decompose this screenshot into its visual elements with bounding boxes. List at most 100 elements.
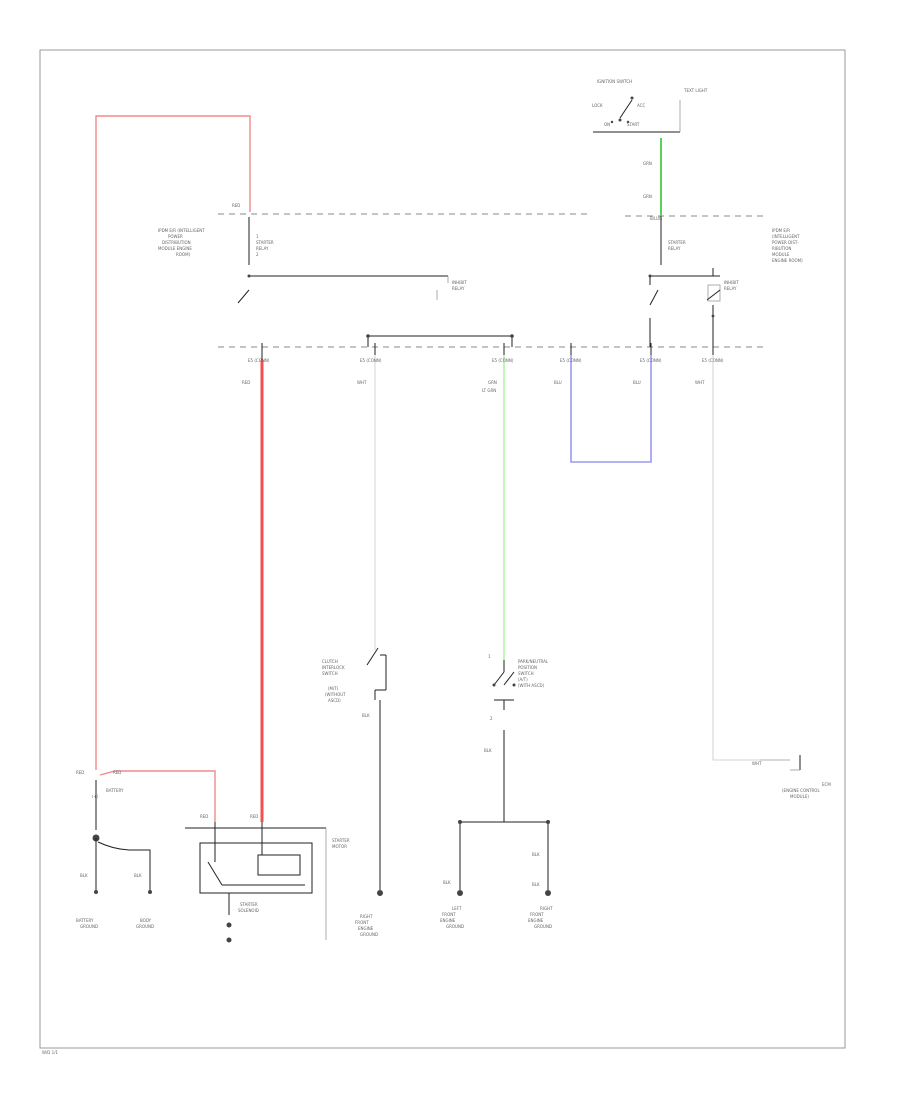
ecm-wire: WHT: [752, 761, 762, 766]
clutch-line-4: (WITHOUT: [325, 692, 346, 697]
battery-labels: RED RED BATTERY (+) BLK BLK BATTERY GROU…: [76, 770, 154, 929]
ipdm-right-line-3: RIBUTION: [772, 246, 791, 251]
ignition-switch-labels: IGNITION SWITCH LOCK ACC ON START TEXT L…: [592, 79, 708, 221]
ecm-feed-wire: [712, 355, 760, 761]
ground-wire-1: BLK: [134, 873, 142, 878]
diagram-frame: [39, 49, 846, 1049]
junction-label: B/LUG: [650, 216, 662, 221]
ecm-labels: WHT ECM (ENGINE CONTROL MODULE): [752, 761, 831, 799]
ground-mid-wire-2: BLK: [532, 882, 540, 887]
right-ground-0: RIGHT: [540, 906, 553, 911]
starter-top-wire-1: RED: [250, 814, 258, 819]
connector-ticks: [261, 343, 714, 360]
starter-relay-left-line-0: STARTER: [256, 240, 274, 245]
right-ground-3: GROUND: [534, 924, 552, 929]
pn-line-0: PARK/NEUTRAL: [518, 659, 549, 664]
starter-motor-1: MOTOR: [332, 844, 347, 849]
clutch-ground-1: FRONT: [355, 920, 369, 925]
wire-color-4: BLU: [633, 380, 641, 385]
ignition-switch: [593, 96, 681, 133]
ignition-pos-start: START: [627, 122, 640, 127]
starter-solenoid-0: STARTER: [240, 902, 258, 907]
ign-wire-bottom: GRN: [643, 194, 652, 199]
ipdm-right-line-5: ENGINE ROOM): [772, 258, 803, 263]
starter-labels: RED RED STARTER MOTOR STARTER SOLENOID: [200, 814, 350, 913]
ignition-switch-title: IGNITION SWITCH: [597, 79, 632, 84]
battery-ground-1: GROUND: [80, 924, 98, 929]
clutch-line-2: SWITCH: [322, 671, 338, 676]
clutch-interlock-switch: [366, 647, 387, 896]
connector-label-2: E5 (CONN): [492, 358, 514, 363]
starter-top-wire-0: RED: [200, 814, 208, 819]
starter-relay-right-line-1: RELAY: [668, 246, 681, 251]
clutch-ground-0: RIGHT: [360, 914, 373, 919]
left-ground-0: LEFT: [452, 906, 462, 911]
clutch-line-5: ASCD): [328, 698, 341, 703]
clutch-line-3: (M/T): [328, 686, 339, 691]
ipdm-left-wire: RED: [232, 203, 240, 208]
clutch-ground-2: ENGINE: [358, 926, 374, 931]
starter-relay-right-line-0: STARTER: [668, 240, 686, 245]
body-ground-1: GROUND: [136, 924, 154, 929]
right-ground-2: ENGINE: [528, 918, 544, 923]
ipdm-right-line-0: IPDM E/R: [772, 228, 790, 233]
battery-to-starter-wire: [99, 770, 216, 822]
ground-mid-wire-0: BLK: [443, 880, 451, 885]
ipdm-left-line-3: MODULE ENGINE: [158, 246, 192, 251]
ground-mid-wire-1: BLK: [532, 852, 540, 857]
connector-labels: E5 (CONN) E5 (CONN) E5 (CONN) E5 (CONN) …: [242, 358, 724, 393]
inhibit-right-line-0: INHIBIT: [724, 280, 739, 285]
clutch-line-0: CLUTCH: [322, 659, 338, 664]
ground-labels: BLK BLK BLK RIGHT FRONT ENGINE GROUND LE…: [355, 852, 553, 937]
left-ground-1: FRONT: [442, 912, 456, 917]
battery-wire-0: RED: [76, 770, 84, 775]
clutch-switch-labels: CLUTCH INTERLOCK SWITCH (M/T) (WITHOUT A…: [322, 659, 370, 718]
starter-relay-left-pin-2: 2: [256, 252, 259, 257]
clutch-line-1: INTERLOCK: [322, 665, 345, 670]
battery-feed-wire: [95, 115, 251, 770]
inhibit-left-line-0: INHIBIT: [452, 280, 467, 285]
ecm-line-2: MODULE): [790, 794, 809, 799]
ignition-pos-on: ON: [604, 122, 610, 127]
park-neutral-switch: [457, 660, 551, 896]
pn-line-1: POSITION: [518, 665, 537, 670]
battery-line-1: (+): [92, 794, 99, 799]
battery-wire-1: RED: [113, 770, 121, 775]
wire-color-5: WHT: [695, 380, 705, 385]
ignition-switch-sub: TEXT LIGHT: [683, 88, 708, 93]
connector-label-5: E5 (CONN): [702, 358, 724, 363]
ipdm-right-labels: IPDM E/R (INTELLIGENT POWER DIST- RIBUTI…: [668, 228, 803, 291]
ipdm-right-line-2: POWER DIST-: [772, 240, 799, 245]
inhibit-relay: [706, 268, 721, 347]
ipdm-right-line-4: MODULE: [772, 252, 790, 257]
connector-label-3: E5 (CONN): [560, 358, 582, 363]
ipdm-right-line-1: (INTELLIGENT: [772, 234, 800, 239]
pn-line-3: (A/T): [518, 677, 528, 682]
right-ground-1: FRONT: [530, 912, 544, 917]
ignition-pos-lock: LOCK: [592, 103, 603, 108]
left-ground-3: GROUND: [446, 924, 464, 929]
starter-solenoid-1: SOLENOID: [238, 908, 259, 913]
starter-relay-left: [237, 217, 449, 304]
wire-color-0: RED: [242, 380, 250, 385]
connector-label-4: E5 (CONN): [640, 358, 662, 363]
park-neutral-labels: PARK/NEUTRAL POSITION SWITCH (A/T) (WITH…: [484, 654, 549, 753]
wire-color-3: BLU: [554, 380, 562, 385]
starter-relay-left-pin-1: 1: [256, 234, 259, 239]
pn-line-2: SWITCH: [518, 671, 534, 676]
ipdm-left-line-1: POWER: [168, 234, 183, 239]
connector-label-0: E5 (CONN): [248, 358, 270, 363]
ipdm-left-line-0: IPDM E/R (INTELLIGENT: [158, 228, 205, 233]
ipdm-left-line-2: DISTRIBUTION: [162, 240, 191, 245]
pn-wire: BLK: [484, 748, 492, 753]
ipdm-left-line-4: ROOM): [176, 252, 191, 257]
left-ground-2: ENGINE: [440, 918, 456, 923]
pn-pin-1: 1: [488, 654, 491, 659]
blue-loop-wire: [570, 355, 652, 463]
wire-color-2: GRN: [488, 380, 497, 385]
starter-motor-0: STARTER: [332, 838, 350, 843]
ipdm-left-labels: RED IPDM E/R (INTELLIGENT POWER DISTRIBU…: [158, 203, 467, 291]
ecm-line-0: ECM: [822, 782, 831, 787]
body-ground-0: BODY: [140, 918, 152, 923]
